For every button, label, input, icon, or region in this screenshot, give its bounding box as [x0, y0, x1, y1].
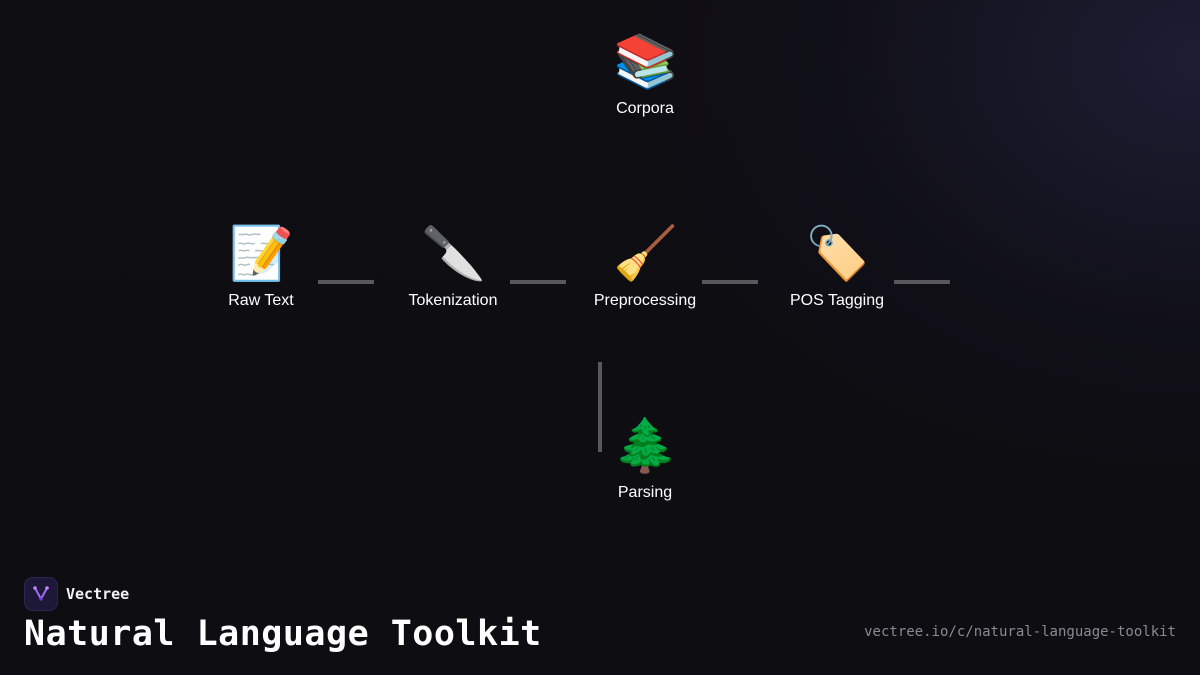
vectree-logo-glyph	[33, 586, 49, 601]
brand: Vectree	[24, 577, 129, 611]
knife-icon: 🔪	[421, 225, 486, 283]
tree-icon: 🌲	[613, 417, 678, 475]
node-tokenization: 🔪 Tokenization	[373, 222, 533, 310]
node-label-raw-text: Raw Text	[228, 292, 294, 309]
node-pos-tagging: 🏷️ POS Tagging	[757, 222, 917, 310]
node-preprocessing: 🧹 Preprocessing	[565, 222, 725, 310]
connector-pos-tagging-out	[894, 280, 950, 284]
node-parsing: 🌲 Parsing	[565, 414, 725, 502]
connector-tokenization-preprocessing	[510, 280, 566, 284]
node-corpora: 📚 Corpora	[565, 30, 725, 118]
page-title: Natural Language Toolkit	[24, 614, 542, 654]
connector-raw-text-tokenization	[318, 280, 374, 284]
memo-icon: 📝	[229, 225, 294, 283]
node-label-tokenization: Tokenization	[408, 292, 498, 309]
vectree-logo-icon	[24, 577, 58, 611]
node-raw-text: 📝 Raw Text	[181, 222, 341, 310]
node-label-pos-tagging: POS Tagging	[790, 292, 884, 309]
books-icon: 📚	[613, 33, 678, 91]
tag-icon: 🏷️	[805, 225, 870, 283]
broom-icon: 🧹	[613, 225, 678, 283]
brand-name: Vectree	[66, 585, 130, 603]
node-label-parsing: Parsing	[617, 484, 673, 501]
source-url[interactable]: vectree.io/c/natural-language-toolkit	[864, 624, 1176, 640]
connector-vertical-parsing	[598, 362, 602, 452]
node-label-preprocessing: Preprocessing	[593, 292, 697, 309]
node-label-corpora: Corpora	[616, 100, 674, 117]
connector-preprocessing-pos-tagging	[702, 280, 758, 284]
